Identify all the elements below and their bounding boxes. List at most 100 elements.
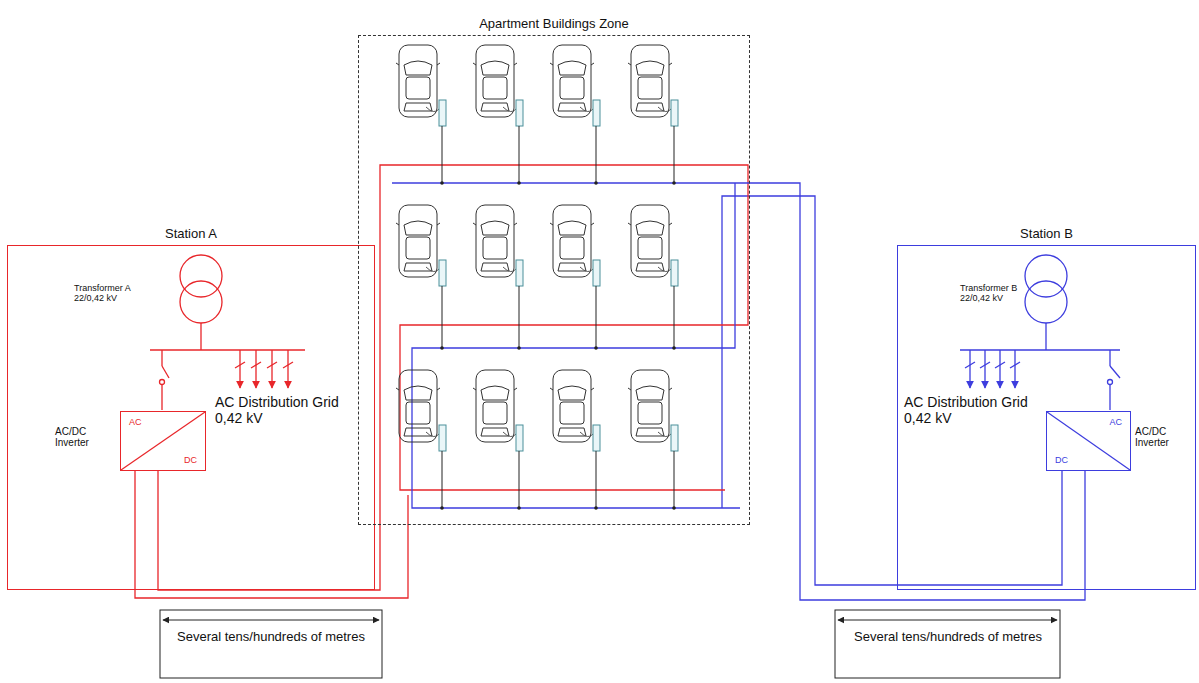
distance-label: Several tens/hundreds of metres (168, 630, 374, 645)
car-body (553, 205, 591, 277)
zone-cables (380, 165, 750, 525)
charge-cable (658, 267, 671, 272)
car-icon (628, 205, 678, 350)
charge-cable (426, 267, 439, 272)
transformer-label: Transformer A 22/0,42 kV (74, 283, 149, 304)
car-roof (638, 402, 662, 424)
car-mirror (628, 388, 631, 390)
dc-cable (158, 471, 380, 590)
charger-post (516, 100, 523, 126)
station-box: Station AACDCAC/DC Inverter (7, 245, 375, 590)
car-icon (396, 370, 446, 510)
car-roof (406, 237, 430, 259)
car-icon (550, 370, 600, 510)
charger-post (516, 260, 523, 286)
car-windshield (558, 221, 586, 235)
charge-cable (580, 267, 593, 272)
car-windshield (558, 386, 586, 400)
car-rear-window (404, 428, 432, 436)
car-mirror (550, 388, 553, 390)
charger-post (593, 100, 600, 126)
zone-region: Apartment Buildings Zone (358, 35, 750, 525)
car-body (399, 45, 437, 117)
junction-dot (594, 506, 598, 510)
car-mirror (591, 223, 594, 225)
charge-cable (658, 107, 671, 112)
charger-feeder (442, 451, 443, 508)
inverter-label: AC/DC Inverter (1135, 426, 1195, 448)
car-windshield (404, 61, 432, 75)
car-icon (628, 45, 678, 185)
junction-dot (440, 506, 444, 510)
junction-dot (594, 181, 598, 185)
car-mirror (437, 63, 440, 65)
charger-feeder (674, 126, 675, 183)
charge-cable (580, 432, 593, 437)
car-roof (483, 402, 507, 424)
car-mirror (396, 388, 399, 390)
car-icon (473, 45, 523, 185)
charger-post (593, 425, 600, 451)
car-body (476, 370, 514, 442)
car-roof (560, 77, 584, 99)
car-mirror (473, 223, 476, 225)
charger-post (671, 100, 678, 126)
converter-side-label: DC (1055, 455, 1068, 465)
converter-side-label: AC (129, 417, 142, 427)
car-mirror (591, 63, 594, 65)
car-body (399, 205, 437, 277)
car-icon (628, 370, 678, 510)
junction-dot (440, 181, 444, 185)
charger-post (593, 260, 600, 286)
junction-dot (517, 346, 521, 350)
car-windshield (636, 61, 664, 75)
car-roof (406, 77, 430, 99)
car-mirror (669, 63, 672, 65)
car-windshield (404, 221, 432, 235)
inverter-box: ACDCAC/DC Inverter (120, 411, 206, 471)
car-mirror (514, 223, 517, 225)
car-rear-window (481, 263, 509, 271)
dimension-marks (160, 610, 1060, 678)
car-mirror (396, 63, 399, 65)
car-roof (560, 237, 584, 259)
car-mirror (628, 63, 631, 65)
car-body (553, 370, 591, 442)
car-mirror (550, 63, 553, 65)
car-body (399, 370, 437, 442)
car-mirror (628, 223, 631, 225)
car-rear-window (404, 263, 432, 271)
charger-post (439, 425, 446, 451)
car-rear-window (404, 103, 432, 111)
station-a-equipment (135, 255, 408, 598)
car-windshield (404, 386, 432, 400)
charge-cable (426, 107, 439, 112)
charger-post (671, 425, 678, 451)
charger-feeder (596, 451, 597, 508)
charge-cable (580, 107, 593, 112)
car-icon (550, 205, 600, 350)
car-mirror (514, 63, 517, 65)
car-roof (406, 402, 430, 424)
charger-feeder (519, 126, 520, 183)
car-mirror (550, 223, 553, 225)
charge-cable (503, 267, 516, 272)
charger-post (516, 425, 523, 451)
cars-and-chargers (396, 45, 678, 510)
car-roof (483, 237, 507, 259)
car-windshield (636, 386, 664, 400)
charger-feeder (442, 126, 443, 183)
car-mirror (514, 388, 517, 390)
car-mirror (591, 388, 594, 390)
car-body (553, 45, 591, 117)
car-windshield (481, 386, 509, 400)
charger-feeder (519, 286, 520, 348)
car-rear-window (558, 263, 586, 271)
car-rear-window (558, 103, 586, 111)
car-mirror (437, 388, 440, 390)
charge-cable (426, 432, 439, 437)
car-roof (638, 237, 662, 259)
car-body (476, 205, 514, 277)
junction-dot (517, 181, 521, 185)
car-rear-window (481, 103, 509, 111)
